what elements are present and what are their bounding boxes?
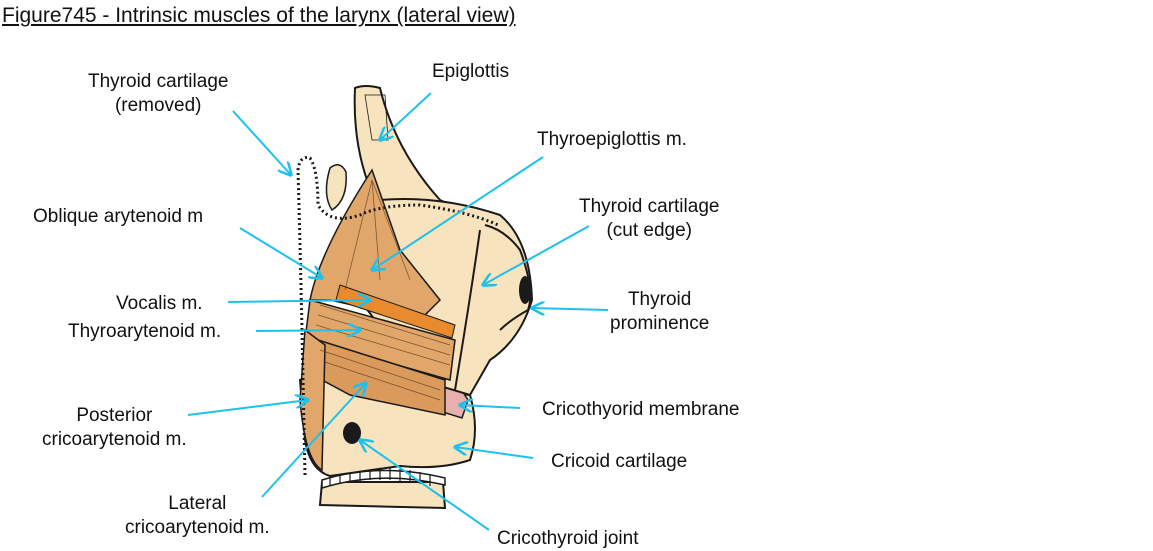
label-thyroid-prominence: Thyroid prominence — [610, 289, 710, 334]
leader-thyroid-prominence — [532, 308, 609, 310]
label-cricothyroid-joint: Cricothyroid joint — [497, 528, 639, 549]
leader-lines — [187, 92, 609, 531]
label-cricoid-cartilage: Cricoid cartilage — [551, 451, 688, 472]
cricothyroid-joint — [343, 422, 361, 444]
leader-cricoid-cartilage — [455, 447, 534, 459]
label-epiglottis: Epiglottis — [432, 61, 510, 82]
leader-oblique-arytenoid — [239, 227, 322, 278]
label-oblique-arytenoid: Oblique arytenoid m — [33, 206, 204, 227]
label-posterior-cricoarytenoid: Posterior cricoarytenoid m. — [42, 405, 187, 450]
label-thyroid-cartilage-cut-edge: Thyroid cartilage (cut edge) — [579, 196, 720, 241]
leader-epiglottis — [380, 92, 432, 140]
label-vocalis: Vocalis m. — [116, 293, 203, 314]
removed-thyroid-outline — [296, 156, 499, 476]
leader-thyroid-cut-edge — [483, 225, 590, 285]
label-thyroepiglottis: Thyroepiglottis m. — [537, 129, 687, 150]
leader-vocalis — [227, 300, 370, 302]
leader-cricothyroid-membrane — [460, 405, 521, 408]
leader-cricothyroid-joint — [360, 440, 490, 531]
leader-thyroepiglottis — [372, 156, 544, 270]
label-thyroarytenoid: Thyroarytenoid m. — [68, 321, 222, 342]
leader-thyroarytenoid — [255, 330, 360, 331]
label-thyroid-cartilage-removed: Thyroid cartilage (removed) — [88, 71, 229, 116]
arytenoid — [325, 164, 347, 212]
cricoid-base — [318, 481, 447, 510]
leader-posterior-cricoarytenoid — [187, 400, 308, 416]
label-cricothyroid-membrane: Cricothyorid membrane — [542, 399, 740, 420]
figure-title: Figure745 - Intrinsic muscles of the lar… — [2, 4, 516, 27]
leader-lateral-cricoarytenoid — [261, 383, 366, 498]
label-lateral-cricoarytenoid: Lateral cricoarytenoid m. — [125, 493, 270, 538]
leader-thyroid-removed — [232, 110, 291, 175]
